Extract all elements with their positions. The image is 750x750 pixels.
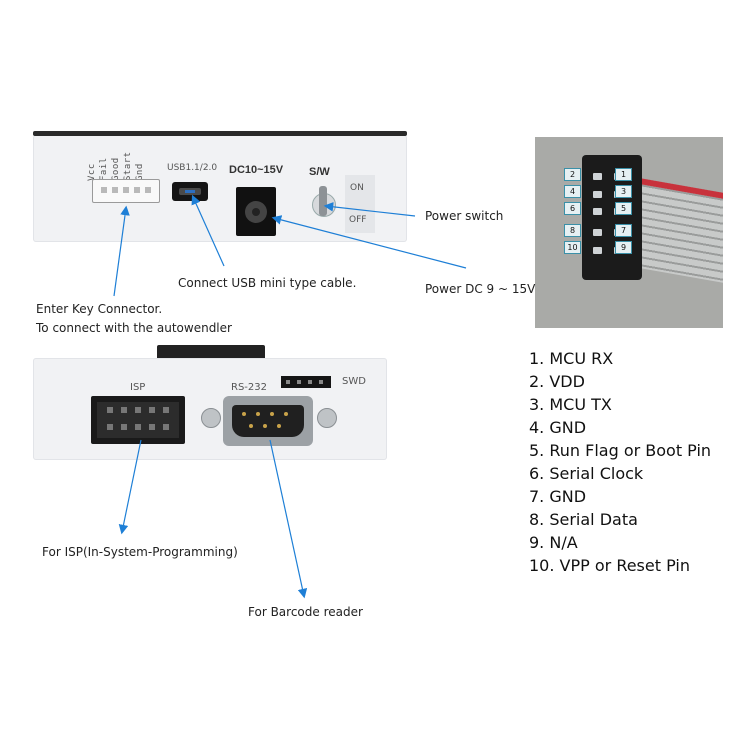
pin-number-5: 5 [615,202,632,215]
on-label: ON [350,183,364,193]
pin-list-item: 5. Run Flag or Boot Pin [529,441,712,460]
pin-number-7: 7 [615,224,632,237]
idc-connector-housing [582,155,642,280]
arrow-usb [191,194,225,267]
callout-usb-cable: Connect USB mini type cable. [178,276,357,290]
pin-list-item: 7. GND [529,487,587,506]
arrow-barcode [269,439,308,599]
enter-key-connector [92,179,160,203]
pin-list: 1. MCU RX 2. VDD 3. MCU TX 4. GND 5. Run… [529,347,711,577]
on-off-plate: ON OFF [345,175,375,233]
callout-enter-key-line1: Enter Key Connector. [36,302,163,316]
swd-label: SWD [342,376,366,387]
pin-number-6: 6 [564,202,581,215]
arrow-power-switch [323,202,416,217]
callout-isp: For ISP(In-System-Programming) [42,545,238,559]
pin-number-4: 4 [564,185,581,198]
dc-label: DC10~15V [229,164,284,176]
usb-label: USB1.1/2.0 [167,163,218,173]
swd-header[interactable] [281,376,331,388]
pin-number-8: 8 [564,224,581,237]
bottom-device-panel: ISP RS-232 SWD [33,358,387,460]
screw-right [317,408,337,428]
pin-list-item: 6. Serial Clock [529,464,644,483]
switch-label: S/W [309,166,330,178]
callout-power-switch: Power switch [425,209,504,223]
arrow-isp [118,439,142,535]
isp-label: ISP [130,382,146,393]
isp-header-connector[interactable] [91,396,185,444]
pin-list-item: 1. MCU RX [529,349,614,368]
pin-number-1: 1 [615,168,632,181]
pin-number-2: 2 [564,168,581,181]
pin-list-item: 8. Serial Data [529,510,638,529]
rs232-db9-connector[interactable] [223,396,313,446]
arrow-power-dc [271,215,467,269]
screw-left [201,408,221,428]
pin-list-item: 9. N/A [529,533,578,552]
callout-barcode: For Barcode reader [248,605,363,619]
pin-number-10: 10 [564,241,581,254]
connector-photo: 2 4 6 8 10 1 3 5 7 9 [535,137,723,328]
arrow-enter-key [113,205,130,297]
off-label: OFF [349,215,367,225]
dc-power-jack[interactable] [236,187,276,236]
pin-number-3: 3 [615,185,632,198]
callout-power-dc: Power DC 9 ~ 15V [425,282,536,296]
pin-list-item: 3. MCU TX [529,395,612,414]
rs232-label: RS-232 [231,382,267,393]
callout-enter-key-line2: To connect with the autowendler [36,321,232,335]
pin-number-9: 9 [615,241,632,254]
top-device-edge [33,131,407,136]
pin-list-item: 10. VPP or Reset Pin [529,556,690,575]
pin-list-item: 4. GND [529,418,587,437]
pin-list-item: 2. VDD [529,372,585,391]
